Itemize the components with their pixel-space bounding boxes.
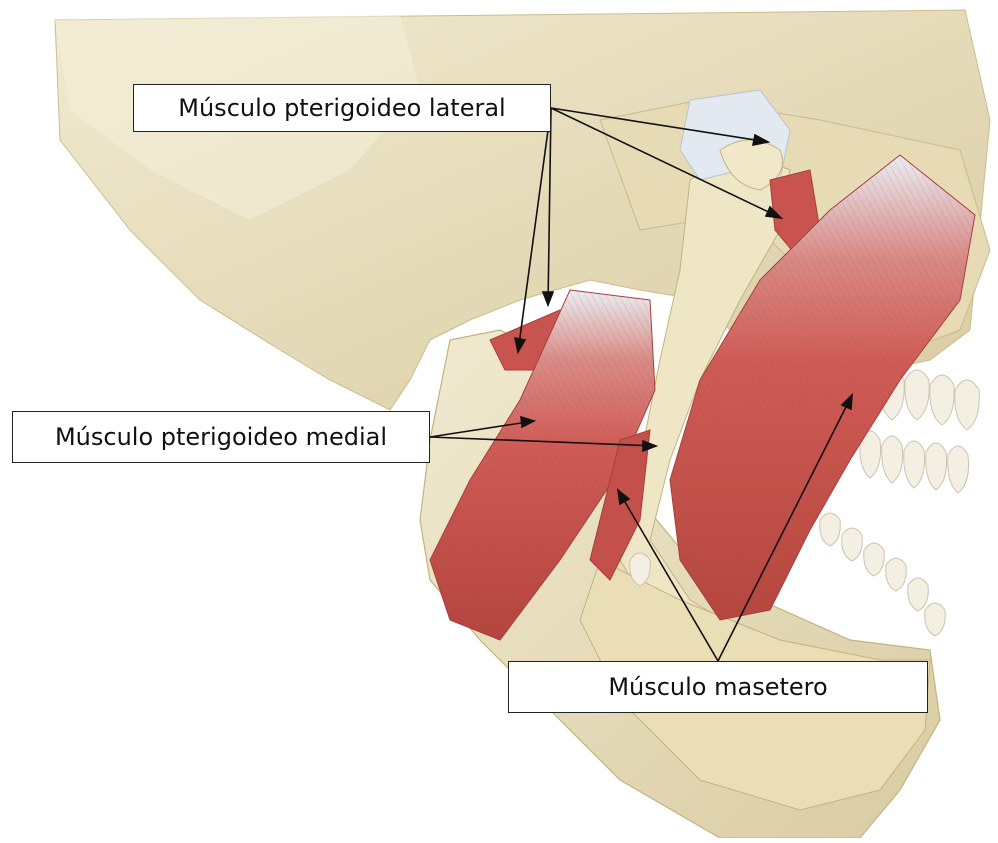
label-lateral-pterygoid: Músculo pterigoideo lateral: [133, 84, 551, 132]
label-lateral-pterygoid-text: Músculo pterigoideo lateral: [178, 94, 505, 122]
label-medial-pterygoid: Músculo pterigoideo medial: [12, 411, 430, 463]
label-medial-pterygoid-text: Músculo pterigoideo medial: [55, 423, 387, 451]
label-masseter-text: Músculo masetero: [608, 673, 827, 701]
label-masseter: Músculo masetero: [508, 661, 928, 713]
